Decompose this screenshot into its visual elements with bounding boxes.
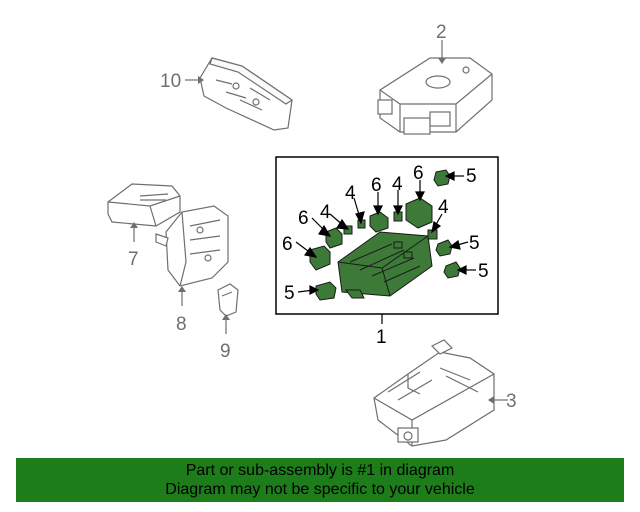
callout-4-right: 4: [438, 197, 449, 218]
part-2-cover[interactable]: [377, 57, 493, 135]
callout-8: 8: [176, 314, 187, 335]
banner-line-1: Part or sub-assembly is #1 in diagram: [185, 462, 455, 479]
callout-4-left: 4: [320, 202, 331, 223]
info-banner: Part or sub-assembly is #1 in diagram Di…: [16, 458, 624, 502]
callout-6-lower-left: 6: [282, 234, 293, 255]
part-7-module[interactable]: [107, 183, 181, 227]
relay-5b[interactable]: [435, 239, 453, 257]
relay-6b[interactable]: [325, 227, 343, 249]
callout-5-top: 5: [466, 166, 477, 187]
callout-9: 9: [220, 341, 231, 362]
callout-6-right: 6: [413, 163, 424, 184]
callout-10: 10: [160, 71, 181, 92]
part-3-tray[interactable]: [373, 339, 495, 447]
callout-2: 2: [436, 22, 447, 43]
callout-6-upper-left: 6: [298, 208, 309, 229]
fuse-4a[interactable]: [343, 225, 353, 235]
part-10-bracket[interactable]: [199, 57, 294, 131]
relay-5d[interactable]: [315, 281, 337, 301]
relay-5c[interactable]: [443, 261, 461, 279]
banner-line-2: Diagram may not be specific to your vehi…: [165, 481, 475, 498]
callout-5-lower: 5: [478, 261, 489, 282]
callout-4-mid: 4: [392, 174, 403, 195]
callout-leaders: [295, 171, 476, 295]
part-1-fuse-box[interactable]: [337, 231, 433, 299]
callout-5-mid: 5: [469, 233, 480, 254]
relay-5a[interactable]: [433, 169, 451, 187]
callout-7: 7: [128, 249, 139, 270]
callout-3: 3: [506, 391, 517, 412]
callout-6-mid: 6: [371, 175, 382, 196]
callout-5-left: 5: [284, 283, 295, 304]
callout-1: 1: [376, 327, 387, 348]
part-8-bracket[interactable]: [155, 205, 229, 287]
relay-6a[interactable]: [309, 245, 331, 271]
part-9-clip[interactable]: [217, 283, 239, 317]
callout-4-mid-left: 4: [345, 183, 356, 204]
relay-6c[interactable]: [369, 211, 389, 233]
